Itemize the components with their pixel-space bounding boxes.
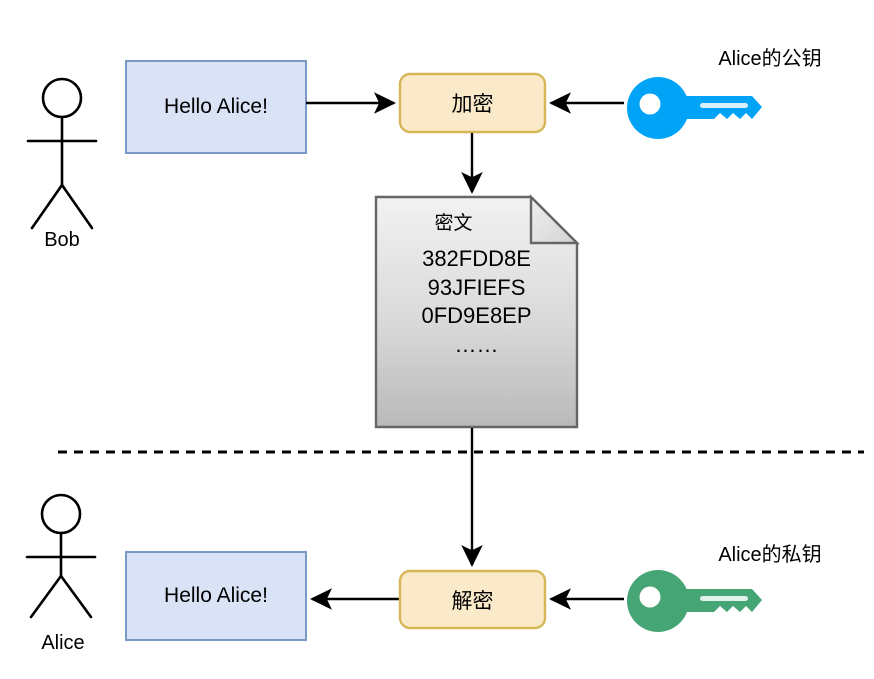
ciphertext-document xyxy=(374,194,580,429)
actor-bob-icon xyxy=(26,77,98,230)
encrypt-box xyxy=(398,72,547,134)
decrypt-box xyxy=(398,569,547,630)
private-key-icon xyxy=(627,570,762,632)
public-key-icon xyxy=(627,77,762,139)
message-box-bottom xyxy=(125,551,307,641)
actor-alice-icon xyxy=(25,493,97,619)
message-box-top xyxy=(125,60,307,154)
